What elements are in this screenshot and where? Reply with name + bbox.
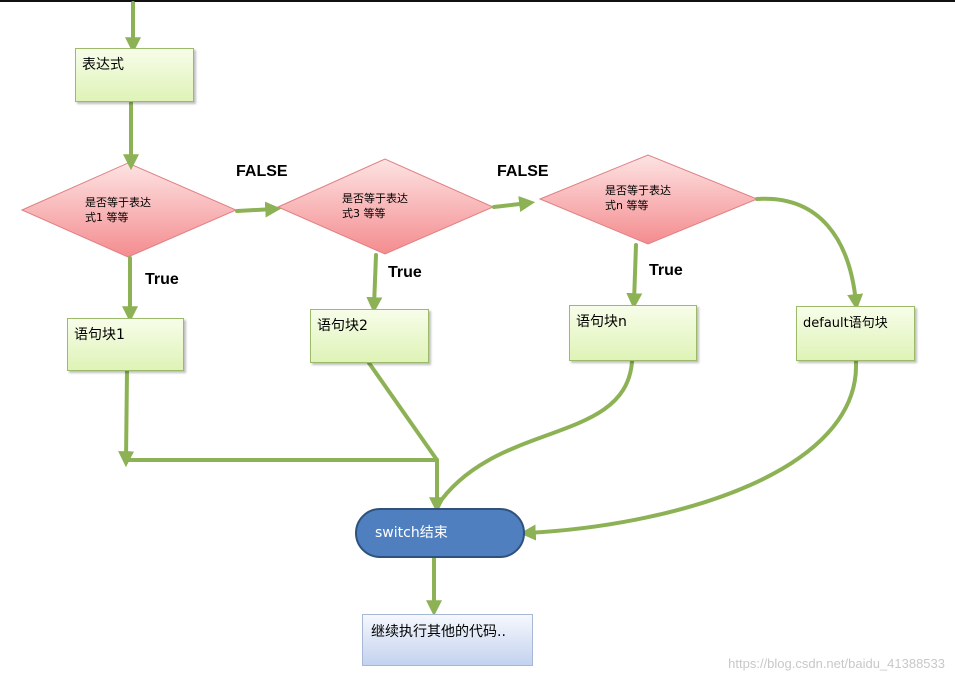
false-label-1: FALSE: [236, 163, 288, 180]
blockn-box: 语句块n: [569, 305, 697, 361]
block2-label: 语句块2: [317, 318, 368, 334]
true-label-3: True: [649, 262, 683, 279]
cond1-text: 是否等于表达 式1 等等: [85, 195, 151, 225]
continue-box: 继续执行其他的代码..: [362, 614, 533, 666]
arrow-cond1-false: [235, 201, 282, 218]
cond1-line-1: 是否等于表达: [85, 196, 151, 209]
expression-box: 表达式: [75, 48, 194, 102]
false-label-2: FALSE: [497, 163, 549, 180]
condn-line-2: 式n 等等: [605, 199, 649, 212]
condn-line-1: 是否等于表达: [605, 184, 671, 197]
switch-end-node: switch结束: [355, 508, 525, 558]
cond1-line-2: 式1 等等: [85, 211, 129, 224]
continue-label: 继续执行其他的代码..: [371, 624, 506, 640]
default-block-box: default语句块: [796, 306, 915, 361]
arrow-default-to-end: [519, 360, 859, 541]
true-label-2: True: [388, 264, 422, 281]
arrow-cond3-false: [492, 196, 536, 212]
arrow-condn-true: [626, 243, 643, 310]
cond3-text: 是否等于表达 式3 等等: [342, 191, 408, 221]
true-label-1: True: [145, 271, 179, 288]
default-block-label: default语句块: [803, 316, 888, 331]
arrow-blockn-to-end: [435, 360, 634, 508]
watermark-text: https://blog.csdn.net/baidu_41388533: [728, 656, 945, 671]
expression-label: 表达式: [82, 57, 124, 73]
cond3-line-1: 是否等于表达: [342, 192, 408, 205]
block1-box: 语句块1: [67, 318, 184, 371]
arrow-cond3-true: [366, 253, 383, 314]
top-border-line: [0, 0, 955, 2]
block1-label: 语句块1: [74, 327, 125, 343]
arrow-block1-down: [118, 369, 135, 468]
cond3-line-2: 式3 等等: [342, 207, 386, 220]
condn-text: 是否等于表达 式n 等等: [605, 183, 671, 213]
blockn-label: 语句块n: [576, 314, 627, 330]
block2-box: 语句块2: [310, 309, 429, 363]
switch-end-label: switch结束: [375, 525, 448, 541]
arrow-condn-to-default: [755, 196, 864, 311]
arrow-block2-to-end: [367, 361, 439, 462]
